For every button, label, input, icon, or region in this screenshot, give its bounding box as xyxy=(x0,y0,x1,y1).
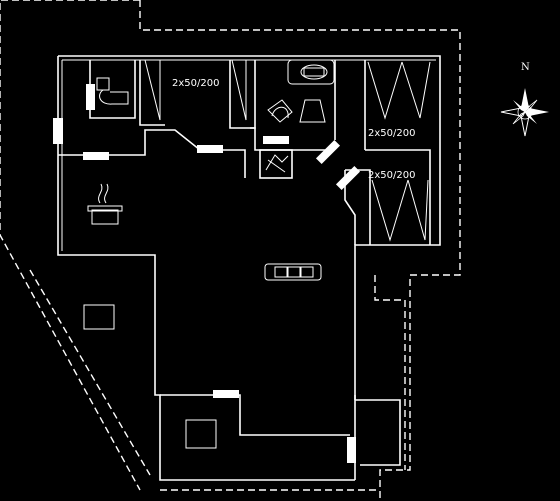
compass-rose-icon: N xyxy=(500,62,549,137)
door-bedroom-1 xyxy=(315,139,341,165)
toilet-icon xyxy=(96,77,129,105)
outer-walls xyxy=(57,55,441,481)
door-shower xyxy=(263,136,289,144)
plot-boundary xyxy=(0,0,461,500)
sink-icon xyxy=(267,99,326,123)
doors xyxy=(53,84,361,463)
bed-label-1: 2x50/200 xyxy=(172,78,219,89)
door-bedroom-2 xyxy=(335,165,361,191)
interior-walls xyxy=(58,60,431,480)
door-entry xyxy=(53,118,63,144)
bed-label-2: 2x50/200 xyxy=(368,128,415,139)
bed-room-3: 2x50/200 xyxy=(368,170,429,242)
sofa-icon xyxy=(264,263,322,281)
door-bath xyxy=(86,84,95,110)
shower-icon xyxy=(259,149,293,179)
stove-icon xyxy=(87,183,123,225)
bed-room-2: 2x50/200 xyxy=(367,61,431,139)
bed-room-1: 2x50/200 xyxy=(144,59,247,121)
compass-north-label: N xyxy=(521,62,530,73)
bathtub-icon xyxy=(287,59,335,85)
outdoor-elements xyxy=(83,304,217,449)
door-annex-east xyxy=(347,437,356,463)
door-hall xyxy=(197,145,223,153)
bed-label-3: 2x50/200 xyxy=(368,170,415,181)
door-kitchen xyxy=(83,152,109,160)
door-annex xyxy=(213,390,239,398)
